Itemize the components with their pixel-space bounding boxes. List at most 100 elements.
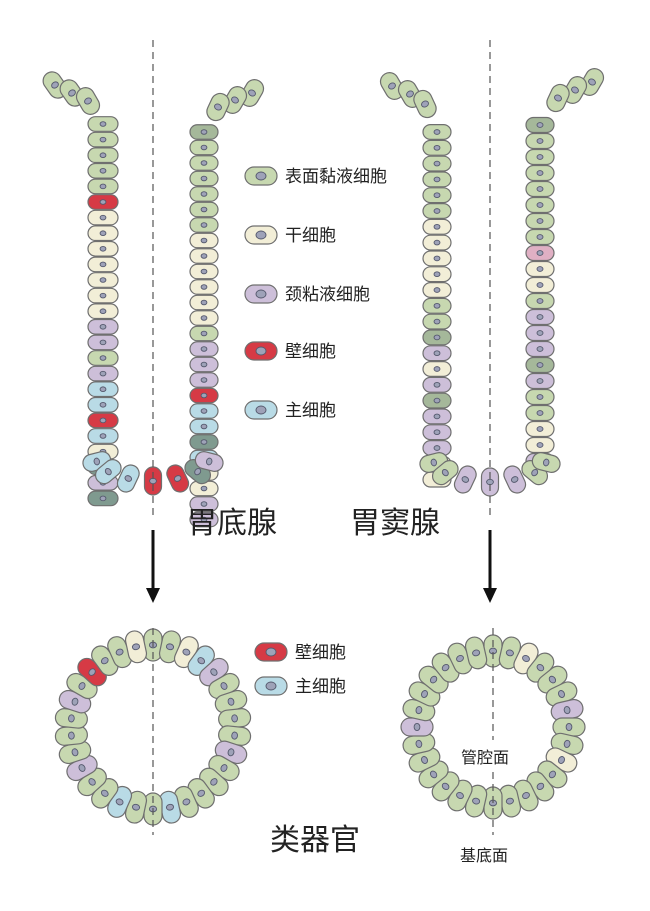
epithelial-cell bbox=[87, 365, 119, 382]
basal-side-label: 基底面 bbox=[460, 846, 508, 865]
legend-label: 壁细胞 bbox=[295, 643, 346, 663]
legend-label: 主细胞 bbox=[295, 677, 346, 697]
epithelial-cell bbox=[87, 350, 119, 366]
epithelial-cell bbox=[525, 148, 555, 166]
epithelial-cell bbox=[87, 240, 119, 257]
epithelial-cell bbox=[239, 79, 265, 107]
epithelial-cell bbox=[189, 418, 219, 435]
epithelial-cell bbox=[199, 767, 229, 797]
epithelial-cell bbox=[422, 234, 452, 251]
legend-label: 主细胞 bbox=[285, 401, 336, 421]
epithelial-cell bbox=[379, 72, 405, 100]
epithelial-cell bbox=[189, 310, 219, 326]
epithelial-cell bbox=[87, 490, 119, 507]
epithelial-cell bbox=[189, 294, 219, 311]
luminal-side-label: 管腔面 bbox=[461, 748, 509, 767]
down-arrow-icon bbox=[483, 530, 497, 603]
fundic-gland-label: 胃底腺 bbox=[187, 506, 277, 541]
epithelial-cell bbox=[422, 155, 452, 172]
legend-label: 壁细胞 bbox=[285, 342, 336, 362]
epithelial-cell bbox=[87, 272, 119, 288]
epithelial-cell bbox=[87, 178, 119, 195]
epithelial-cell bbox=[525, 180, 555, 198]
epithelial-cell bbox=[77, 657, 107, 687]
epithelial-cell bbox=[422, 187, 452, 204]
epithelial-cell bbox=[525, 132, 555, 150]
epithelial-cell bbox=[189, 511, 219, 528]
epithelial-cell bbox=[422, 297, 452, 314]
epithelial-cell bbox=[525, 196, 555, 214]
epithelial-cell bbox=[422, 345, 452, 362]
epithelial-cell bbox=[189, 124, 219, 140]
epithelial-cell bbox=[87, 194, 119, 210]
epithelial-cell bbox=[546, 83, 570, 113]
epithelial-cell bbox=[87, 318, 119, 335]
epithelial-cell bbox=[87, 428, 119, 444]
legend-item-parietal: 壁细胞 bbox=[244, 341, 336, 362]
epithelial-cell bbox=[87, 396, 119, 413]
epithelial-cell bbox=[503, 465, 527, 494]
epithelial-cell bbox=[422, 171, 452, 188]
epithelial-cell bbox=[431, 459, 459, 486]
epithelial-cell bbox=[189, 170, 219, 187]
epithelial-cell bbox=[552, 717, 586, 737]
epithelial-cell bbox=[199, 657, 229, 687]
epithelial-cell bbox=[189, 248, 219, 264]
legend-item-neck-mucous: 颈粘液细胞 bbox=[244, 284, 370, 305]
epithelial-cell bbox=[218, 725, 252, 746]
epithelial-cell bbox=[189, 232, 219, 249]
epithelial-cell bbox=[87, 412, 119, 429]
cells-layer bbox=[42, 68, 605, 826]
epithelial-cell bbox=[525, 388, 555, 406]
legend-item-stem: 干细胞 bbox=[244, 225, 336, 246]
epithelial-cell bbox=[418, 665, 449, 694]
epithelial-cell bbox=[562, 76, 588, 104]
epithelial-cell bbox=[525, 404, 555, 422]
epithelial-cell bbox=[525, 372, 555, 390]
epithelial-cell bbox=[166, 464, 190, 493]
epithelial-cell bbox=[218, 708, 252, 729]
epithelial-cell bbox=[107, 636, 133, 669]
epithelial-cell bbox=[422, 218, 452, 235]
epithelial-cell bbox=[525, 244, 555, 262]
antral-gland-label: 胃窦腺 bbox=[350, 506, 440, 541]
epithelial-cell bbox=[189, 434, 219, 450]
epithelial-cell bbox=[158, 790, 182, 824]
epithelial-cell bbox=[87, 256, 119, 273]
epithelial-cell bbox=[87, 381, 119, 398]
legend-label: 颈粘液细胞 bbox=[285, 285, 370, 305]
epithelial-cell bbox=[189, 403, 219, 419]
epithelial-cell bbox=[189, 217, 219, 233]
epithelial-cell bbox=[189, 387, 219, 404]
epithelial-cell bbox=[453, 465, 477, 494]
epithelial-cell bbox=[87, 334, 119, 351]
epithelial-cell bbox=[480, 467, 500, 497]
epithelial-cell bbox=[525, 164, 555, 182]
legend-organoid: 壁细胞 主细胞 bbox=[254, 642, 346, 697]
epithelial-cell bbox=[498, 784, 522, 818]
epithelial-cell bbox=[525, 420, 555, 438]
epithelial-cell bbox=[422, 202, 452, 220]
epithelial-cell bbox=[525, 292, 555, 310]
epithelial-cell bbox=[222, 86, 248, 114]
epithelial-cell bbox=[189, 372, 219, 388]
epithelial-cell bbox=[189, 325, 219, 342]
epithelial-cell bbox=[422, 392, 452, 409]
epithelial-cell bbox=[94, 458, 122, 485]
epithelial-cell bbox=[187, 645, 215, 676]
epithelial-cell bbox=[422, 281, 452, 299]
epithelial-cell bbox=[422, 250, 452, 267]
epithelial-cell bbox=[189, 201, 219, 218]
epithelial-cell bbox=[87, 225, 119, 242]
epithelial-cell bbox=[194, 451, 224, 472]
epithelial-cell bbox=[116, 464, 140, 493]
epithelial-cell bbox=[422, 313, 452, 330]
epithelial-cell bbox=[422, 376, 452, 393]
organoid-label: 类器官 bbox=[270, 823, 360, 858]
epithelial-cell bbox=[189, 186, 219, 202]
epithelial-cell bbox=[87, 147, 119, 164]
epithelial-cell bbox=[525, 308, 555, 326]
legend-item-chief: 主细胞 bbox=[254, 676, 346, 697]
epithelial-cell bbox=[189, 279, 219, 295]
